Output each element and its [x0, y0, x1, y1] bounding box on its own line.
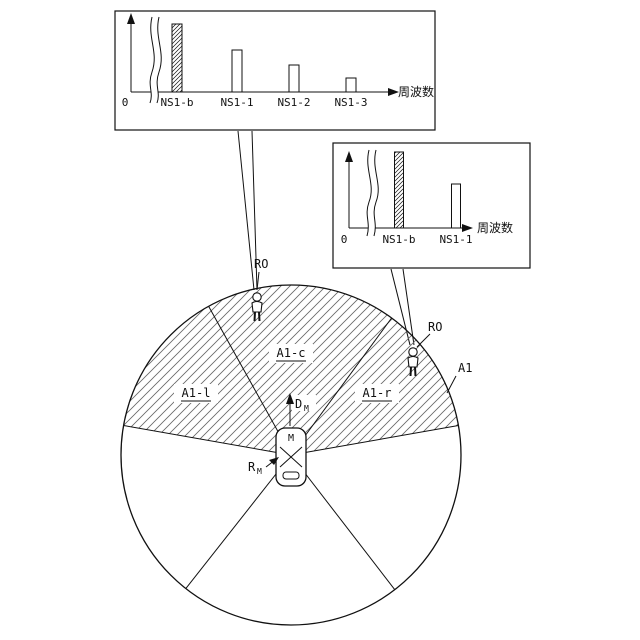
axis-break-icon — [373, 149, 379, 237]
label-backing — [269, 344, 313, 363]
person-icon — [252, 292, 262, 302]
pedestrian-right: RO — [407, 320, 442, 377]
person-icon — [408, 347, 418, 357]
position-label: R — [248, 460, 256, 474]
label-backing — [292, 395, 316, 411]
pedestrian-top: RO — [251, 257, 268, 322]
bar-series: NS1-b NS1-1 — [382, 151, 473, 246]
callout-pointer-line — [237, 130, 255, 291]
person-icon — [407, 355, 419, 368]
bar-NS1-b — [394, 151, 404, 229]
direction-arrow-head-icon — [286, 393, 294, 404]
bar-series: NS1-b NS1-1 NS1-2 NS1-3 — [160, 23, 368, 109]
bar-NS1-2 — [288, 64, 300, 93]
bar-NS1-1 — [231, 49, 243, 93]
area-circle-outline — [120, 284, 462, 626]
vehicle-label: M — [288, 433, 294, 444]
callout-pointer-line — [251, 130, 258, 291]
sector-label-a1c: A1-c — [277, 346, 306, 360]
tick-label: NS1-b — [160, 96, 193, 109]
pedestrian-label-ro: RO — [428, 320, 442, 334]
axis-break-icon — [149, 16, 155, 104]
person-icon — [258, 311, 261, 322]
x-axis-arrow-icon — [388, 88, 399, 96]
label-backing — [355, 384, 399, 403]
position-indicator: R M — [248, 457, 279, 476]
sector-line — [290, 425, 459, 456]
sector-label-a1l: A1-l — [182, 386, 211, 400]
tick-label: NS1-1 — [439, 233, 472, 246]
label-backing — [174, 384, 218, 403]
origin-label: 0 — [122, 96, 129, 109]
pedestrian-label-ro: RO — [254, 257, 268, 271]
tick-label: NS1-b — [382, 233, 415, 246]
sector-line — [185, 454, 292, 589]
coverage-area-diagram — [120, 284, 462, 626]
sector-line — [208, 306, 292, 456]
sector-line — [290, 454, 396, 590]
leader-line — [256, 271, 260, 291]
x-axis-label: 周波数 — [477, 220, 513, 235]
direction-indicator: D M — [286, 393, 316, 426]
bar-NS1-3 — [345, 77, 357, 93]
y-axis-arrow-icon — [345, 151, 353, 162]
leader-line — [446, 375, 457, 394]
y-axis-arrow-icon — [127, 13, 135, 24]
person-icon — [251, 300, 263, 313]
chart-frame — [332, 142, 531, 269]
axis-break-mask — [367, 149, 379, 237]
area-label-a1: A1 — [458, 361, 472, 375]
leader-line — [416, 333, 431, 348]
chart-frame — [114, 10, 436, 131]
top-spectrum-chart: 0 周波数 NS1-b NS1-1 NS1-2 NS1-3 — [114, 10, 436, 131]
callout-pointer-line — [402, 268, 415, 346]
position-arrow-head-icon — [269, 457, 279, 465]
origin-label: 0 — [341, 233, 348, 246]
person-icon — [253, 311, 256, 322]
position-label-subscript: M — [257, 467, 262, 476]
direction-label-subscript: M — [304, 404, 309, 413]
direction-label: D — [295, 397, 302, 411]
bar-NS1-1 — [451, 183, 461, 229]
person-icon — [409, 366, 412, 377]
person-icon — [414, 366, 417, 377]
right-spectrum-chart: 0 周波数 NS1-b NS1-1 — [332, 142, 531, 269]
bar-NS1-b — [171, 23, 183, 93]
sector-labels: A1-c A1-l A1-r A1 — [174, 344, 472, 403]
car-rear-window — [282, 471, 300, 480]
axis-break-icon — [156, 16, 162, 104]
x-axis-arrow-icon — [462, 224, 473, 232]
tick-label: NS1-1 — [220, 96, 253, 109]
sector-line — [123, 425, 292, 456]
hatched-wedge — [123, 285, 459, 455]
sector-line — [290, 317, 393, 456]
sector-label-a1r: A1-r — [363, 386, 392, 400]
tick-label: NS1-2 — [277, 96, 310, 109]
car-cross-line — [279, 446, 303, 468]
x-axis-label: 周波数 — [398, 84, 434, 99]
axis-break-mask — [150, 16, 162, 105]
tick-label: NS1-3 — [334, 96, 367, 109]
axis-break-icon — [366, 149, 372, 237]
vehicle-icon: M — [275, 427, 307, 487]
